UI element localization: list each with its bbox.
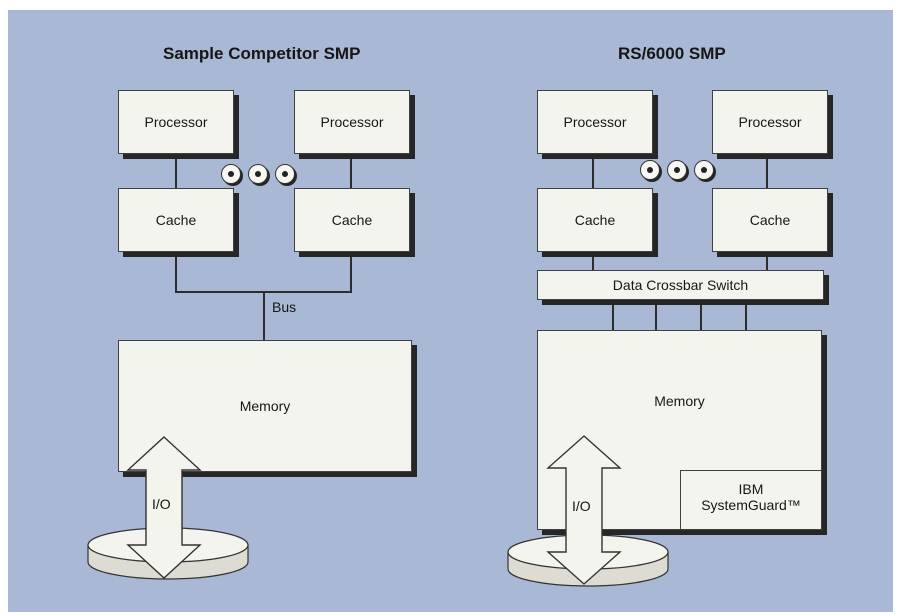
left-cache-1: Cache [118, 188, 234, 252]
right-cache-crossbar-connector-1 [592, 250, 594, 272]
right-cache-1-label: Cache [574, 212, 616, 228]
right-processor-1-label: Processor [563, 114, 627, 130]
left-diagram-title: Sample Competitor SMP [163, 44, 361, 63]
right-processor-2-label: Processor [738, 114, 802, 130]
right-proc-cache-connector-2 [766, 155, 768, 190]
right-io-label: I/O [572, 498, 591, 514]
left-cache-2: Cache [294, 188, 410, 252]
right-crossbar-memory-connector-4 [745, 302, 747, 330]
right-cache-2: Cache [712, 188, 828, 252]
left-io-label: I/O [152, 496, 171, 512]
systemguard-line-2: SystemGuard™ [701, 497, 801, 513]
crossbar-label: Data Crossbar Switch [612, 277, 749, 293]
right-crossbar-memory-connector-2 [655, 302, 657, 330]
left-cache-2-label: Cache [331, 212, 373, 228]
right-ellipsis-dot-3 [694, 160, 714, 180]
left-memory-label: Memory [239, 398, 291, 414]
right-cache-1: Cache [537, 188, 653, 252]
left-proc-cache-connector-2 [350, 155, 352, 190]
systemguard-box: IBM SystemGuard™ [680, 470, 821, 529]
right-crossbar-memory-connector-3 [700, 302, 702, 330]
systemguard-line-1: IBM [738, 481, 764, 497]
right-crossbar-memory-connector-1 [612, 302, 614, 330]
right-ellipsis-dot-1 [640, 160, 660, 180]
right-cache-crossbar-connector-2 [766, 250, 768, 272]
left-processor-1: Processor [118, 90, 234, 154]
left-io-arrow-icon [126, 436, 202, 579]
left-processor-2: Processor [294, 90, 410, 154]
left-processor-1-label: Processor [144, 114, 208, 130]
right-memory-label: Memory [654, 393, 705, 409]
right-diagram-title: RS/6000 SMP [618, 44, 726, 63]
left-cache-1-label: Cache [155, 212, 197, 228]
right-io-arrow-icon [546, 435, 622, 585]
left-cache-bus-connector-1 [175, 250, 177, 292]
left-cache-bus-connector-2 [350, 250, 352, 292]
left-bus-label: Bus [272, 299, 297, 315]
right-processor-1: Processor [537, 90, 653, 154]
left-ellipsis-dot-2 [248, 164, 268, 184]
right-processor-2: Processor [712, 90, 828, 154]
left-processor-2-label: Processor [320, 114, 384, 130]
left-bus-memory-connector [263, 291, 265, 341]
left-ellipsis-dot-3 [275, 164, 295, 184]
left-proc-cache-connector-1 [175, 155, 177, 190]
data-crossbar-switch: Data Crossbar Switch [537, 270, 824, 300]
right-proc-cache-connector-1 [592, 155, 594, 190]
right-cache-2-label: Cache [749, 212, 791, 228]
right-ellipsis-dot-2 [667, 160, 687, 180]
left-ellipsis-dot-1 [221, 164, 241, 184]
